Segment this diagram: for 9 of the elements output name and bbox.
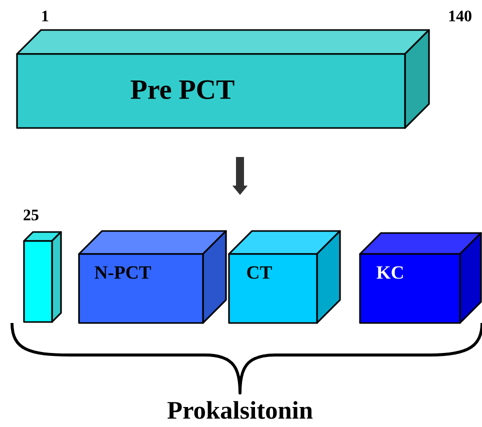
number-label: 1: [42, 10, 48, 22]
cuboid-box: CT: [228, 230, 341, 324]
cuboid-box: KC: [359, 232, 482, 324]
cuboid: [23, 231, 62, 323]
number-label: 25: [24, 210, 38, 220]
cuboid-box: Pre PCT: [16, 29, 430, 129]
cuboid-box: N-PCT: [78, 230, 227, 324]
number-label: 140: [449, 10, 472, 22]
group-label: Prokalsitonin: [167, 401, 313, 419]
